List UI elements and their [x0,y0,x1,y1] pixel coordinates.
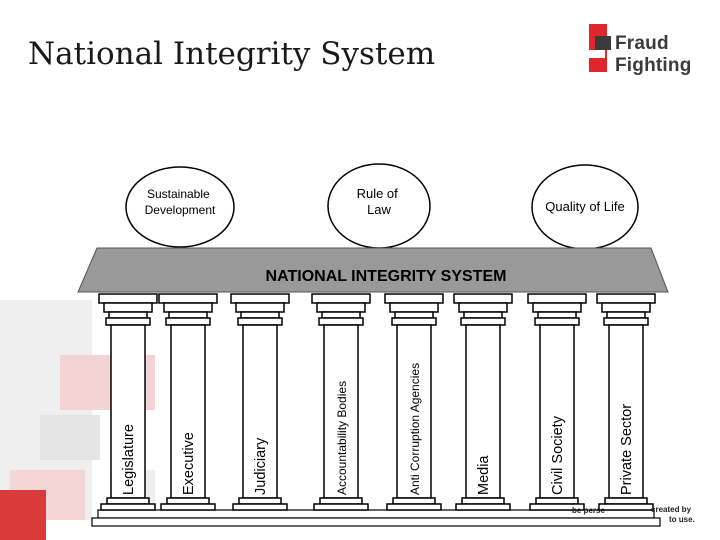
base-step-top [97,509,655,519]
pillar-label-civil-society: Civil Society [550,415,566,495]
pillar-accountability-bodies: Accountability Bodies [311,293,371,511]
logo-line-1: Fraud [615,33,669,54]
pillar-label-anti-corruption-agencies: Anti Corruption Agencies [408,363,422,495]
pillar-private-sector: Private Sector [596,293,656,511]
roof-label: NATIONAL INTEGRITY SYSTEM [266,268,507,285]
pillar-label-accountability-bodies: Accountability Bodies [335,381,349,495]
pillar-label-executive: Executive [181,432,197,495]
pillar-media: Media [453,293,513,511]
roof-architrave [77,247,669,293]
pillar-civil-society: Civil Society [527,293,587,511]
circle-sustainable-development [125,166,235,248]
pillar-label-private-sector: Private Sector [619,404,635,495]
circle-label-sustainable-development: Sustainable Development [145,187,216,217]
pillar-anti-corruption-agencies: Anti Corruption Agencies [384,293,444,511]
circle-label-quality-of-life: Quality of Life [545,199,625,214]
pillar-label-judiciary: Judiciary [253,437,269,495]
pillar-executive: Executive [158,293,218,511]
page-title: National Integrity System [28,36,436,72]
fraud-fighting-logo [589,24,611,72]
footer-fragment-right-top: created by [651,505,692,514]
pillar-judiciary: Judiciary [230,293,290,511]
logo-line-2: Fighting [615,55,692,76]
base-step-bottom [91,517,661,527]
circle-label-rule-of-law: Rule of Law [357,186,402,217]
pillar-label-media: Media [476,455,492,495]
footer-fragment-left: be perse [572,506,605,515]
pillar-legislature: Legislature [98,293,158,511]
pillar-label-legislature: Legislature [121,424,137,495]
footer-fragment-right-bottom: to use. [669,515,695,524]
